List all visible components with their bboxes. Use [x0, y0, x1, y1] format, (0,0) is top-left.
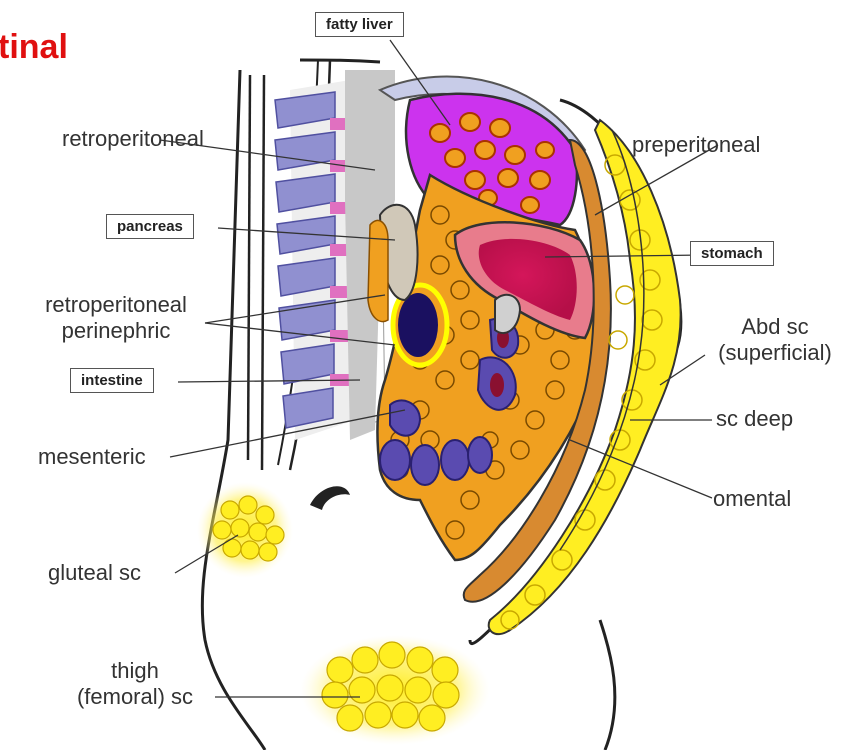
label-abd-sc-line1: Abd sc — [700, 314, 849, 340]
label-fatty-liver: fatty liver — [315, 12, 404, 37]
label-omental: omental — [713, 486, 791, 512]
label-retroperitoneal: retroperitoneal — [62, 126, 204, 152]
pelvic-organ — [310, 486, 350, 510]
label-retroperitoneal-perinephric: retroperitoneal perinephric — [16, 292, 216, 344]
label-retroperitoneal-perinephric-line1: retroperitoneal — [16, 292, 216, 318]
label-thigh-femoral-sc: thigh (femoral) sc — [50, 658, 220, 710]
label-gluteal-sc: gluteal sc — [48, 560, 141, 586]
label-abd-sc: Abd sc (superficial) — [700, 314, 849, 366]
label-retroperitoneal-perinephric-line2: perinephric — [16, 318, 216, 344]
label-thigh-line1: thigh — [50, 658, 220, 684]
label-preperitoneal: preperitoneal — [632, 132, 760, 158]
label-pancreas: pancreas — [106, 214, 194, 239]
label-mesenteric: mesenteric — [38, 444, 146, 470]
thigh-fat — [300, 635, 490, 745]
label-stomach: stomach — [690, 241, 774, 266]
label-intestine: intestine — [70, 368, 154, 393]
gluteal-fat — [197, 482, 293, 578]
label-sc-deep: sc deep — [716, 406, 793, 432]
label-abd-sc-line2: (superficial) — [700, 340, 849, 366]
label-thigh-line2: (femoral) sc — [50, 684, 220, 710]
page-title: tinal — [0, 28, 68, 67]
